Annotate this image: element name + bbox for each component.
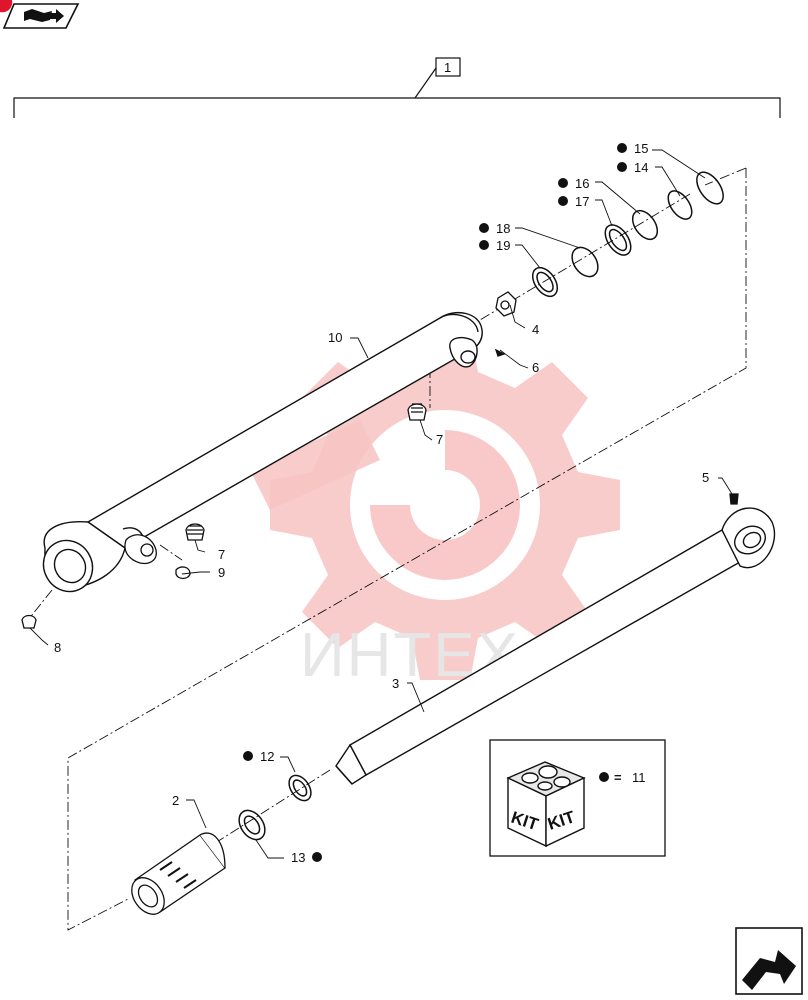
ring-17 bbox=[604, 224, 632, 256]
assembly-number-box bbox=[435, 57, 461, 77]
ring-14 bbox=[667, 190, 693, 220]
part-label-15: 15 bbox=[634, 141, 648, 156]
next-page-arrow-icon bbox=[742, 950, 796, 990]
part-label-16: 16 bbox=[575, 176, 589, 191]
part-label-14: 14 bbox=[634, 160, 648, 175]
seal-13 bbox=[238, 809, 266, 841]
filled-dot-icon bbox=[617, 162, 627, 172]
ring-15 bbox=[696, 171, 724, 205]
piston bbox=[131, 832, 226, 915]
seal-rings bbox=[238, 171, 724, 841]
kit-equals: = bbox=[614, 770, 622, 785]
cylinder-barrel bbox=[42, 311, 483, 593]
part-label-8: 8 bbox=[54, 640, 61, 655]
washer-9 bbox=[175, 566, 191, 580]
filled-dot-icon bbox=[312, 852, 322, 862]
part-label-5: 5 bbox=[702, 470, 709, 485]
fittings bbox=[21, 291, 739, 629]
part-label-3: 3 bbox=[392, 676, 399, 691]
kit-legend: KIT KIT = 11 bbox=[489, 739, 666, 857]
book-arrow-icon bbox=[24, 9, 64, 23]
ring-19 bbox=[531, 266, 559, 298]
corner-badge bbox=[0, 0, 13, 13]
fitting-7-lower bbox=[185, 523, 205, 541]
assembly-bracket bbox=[13, 57, 781, 118]
grease-nipple-8 bbox=[21, 614, 37, 629]
part-label-2: 2 bbox=[172, 793, 179, 808]
part-label-18: 18 bbox=[496, 221, 510, 236]
filled-dot-icon bbox=[558, 178, 568, 188]
filled-dot-icon bbox=[479, 223, 489, 233]
part-label-7-upper: 7 bbox=[436, 432, 443, 447]
ring-18 bbox=[571, 246, 599, 278]
part-label-10: 10 bbox=[328, 330, 342, 345]
part-label-13: 13 bbox=[291, 850, 305, 865]
next-page-button[interactable] bbox=[735, 927, 803, 995]
part-label-4: 4 bbox=[532, 322, 539, 337]
filled-dot-icon bbox=[617, 143, 627, 153]
ring-12 bbox=[288, 774, 312, 802]
part-label-17: 17 bbox=[575, 194, 589, 209]
piston-rod bbox=[335, 507, 776, 785]
ring-16 bbox=[631, 209, 659, 241]
filled-dot-icon bbox=[243, 751, 253, 761]
filled-dot-icon bbox=[599, 772, 609, 782]
kit-marker-dots bbox=[243, 143, 627, 862]
part-labels: 15 14 16 17 18 19 4 6 7 10 7 9 8 5 3 12 … bbox=[54, 141, 709, 865]
grease-nipple-5 bbox=[729, 493, 739, 505]
leader-lines bbox=[29, 149, 733, 859]
filled-dot-icon bbox=[479, 240, 489, 250]
watermark: ИНТЕХ bbox=[250, 330, 620, 690]
part-label-19: 19 bbox=[496, 238, 510, 253]
part-label-12: 12 bbox=[260, 749, 274, 764]
top-left-nav[interactable] bbox=[0, 0, 80, 29]
part-label-6: 6 bbox=[532, 360, 539, 375]
filled-dot-icon bbox=[558, 196, 568, 206]
part-label-1: 1 bbox=[444, 60, 451, 75]
part-label-9: 9 bbox=[218, 565, 225, 580]
kit-box-icon bbox=[506, 761, 586, 848]
part-label-7-lower: 7 bbox=[218, 547, 225, 562]
grease-nipple-6 bbox=[494, 348, 506, 357]
kit-number: 11 bbox=[632, 770, 646, 785]
